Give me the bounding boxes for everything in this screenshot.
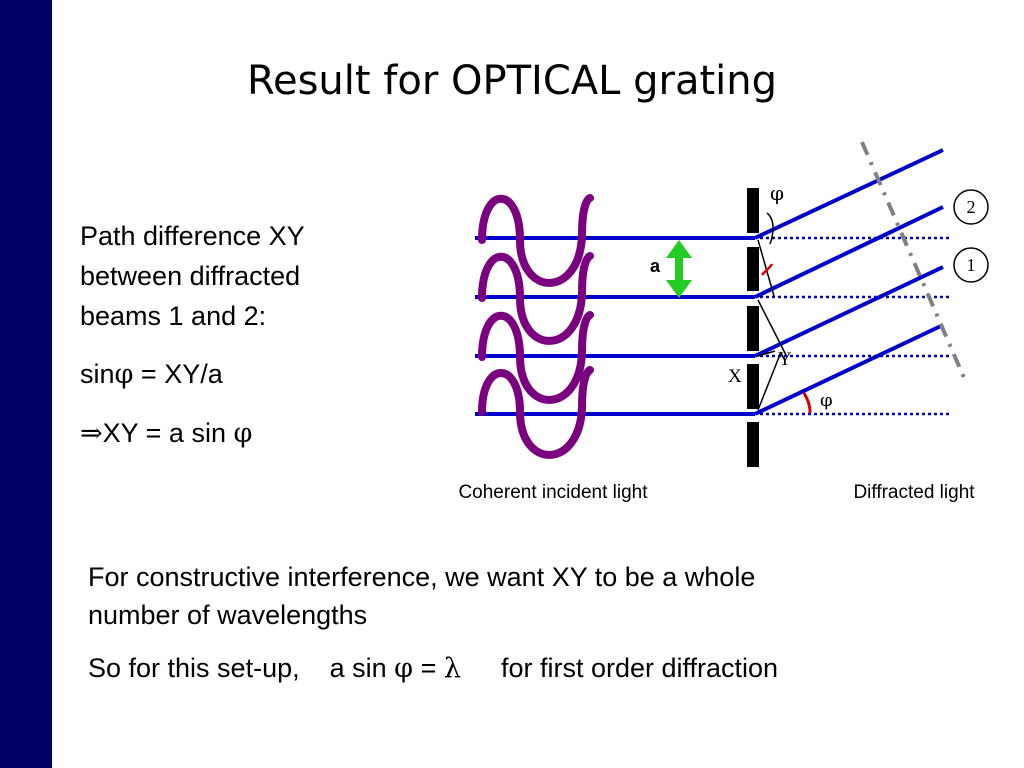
- label-phi-top: φ: [770, 181, 784, 205]
- text-line: Path difference XY: [80, 221, 305, 251]
- diffracted-wavefront: [860, 141, 967, 381]
- angle-arc-top: [761, 263, 774, 276]
- caption-diffracted: Diffracted light: [853, 482, 975, 503]
- construction-lines: [757, 212, 787, 411]
- svg-text:1: 1: [967, 255, 976, 275]
- normal-reference-lines: [760, 236, 950, 416]
- beam-2-marker: 2: [953, 189, 989, 225]
- beam-1-marker: 1: [953, 247, 989, 283]
- label-y: Y: [778, 349, 792, 370]
- text-line: number of wavelengths: [88, 600, 368, 630]
- caption-incident: Coherent incident light: [458, 482, 648, 503]
- grating: [747, 188, 759, 467]
- text-line: beams 1 and 2:: [80, 301, 267, 331]
- spacing-arrow: [666, 240, 692, 298]
- incident-waves: [478, 194, 594, 459]
- diffracted-beams: [754, 148, 944, 416]
- text-line: between diffracted: [80, 261, 301, 291]
- text-line: For constructive interference, we want X…: [88, 562, 756, 592]
- angle-arc-bottom: [802, 392, 812, 414]
- path-difference-text: Path difference XY between diffracted be…: [80, 216, 380, 454]
- slide-title: Result for OPTICAL grating: [246, 58, 778, 104]
- constructive-interference-text: For constructive interference, we want X…: [88, 558, 988, 688]
- sidebar-stripe: [0, 0, 52, 768]
- label-x: X: [728, 366, 742, 387]
- svg-text:2: 2: [967, 197, 976, 217]
- equation-xy: ⇒XY = a sin φ: [80, 418, 253, 449]
- label-phi-bottom: φ: [820, 390, 833, 411]
- label-a: a: [650, 256, 661, 276]
- equation-sin-phi: sinφ = XY/a: [80, 359, 223, 390]
